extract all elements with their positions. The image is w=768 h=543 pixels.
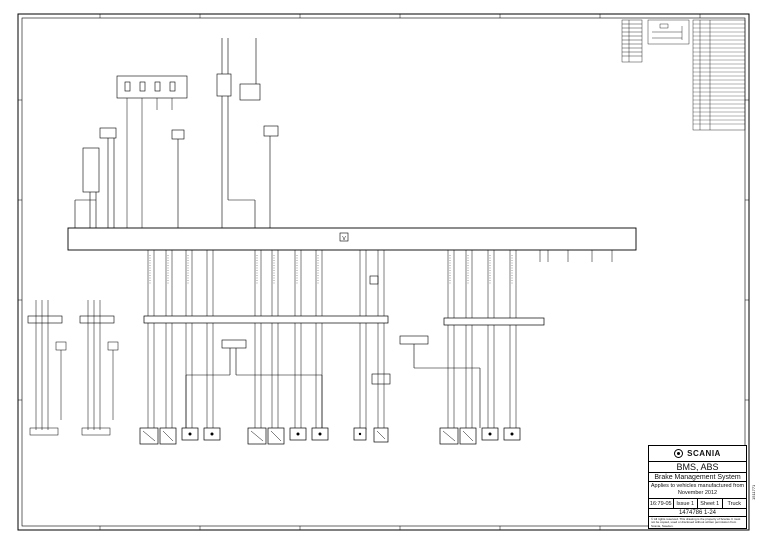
brand-logo: SCANIA xyxy=(649,446,746,462)
inner-frame xyxy=(21,17,746,527)
outer-frame xyxy=(17,13,750,531)
legend-table-main xyxy=(692,19,746,131)
left-connector-b xyxy=(79,315,115,324)
sheet-number: Sheet 1 xyxy=(698,499,723,508)
issue-number: Issue 1 xyxy=(674,499,698,508)
main-harness-wires xyxy=(147,250,517,430)
drawing-date: 16:79-05 xyxy=(649,499,674,508)
sensor-icon xyxy=(188,432,514,436)
revision-row: 16:79-05 Issue 1 Sheet 1 Truck xyxy=(649,499,746,509)
frame-ticks xyxy=(18,14,749,530)
drawing-number: 1474786 1-24 xyxy=(649,509,746,517)
scania-griffin-icon xyxy=(674,449,684,458)
control-unit-bar xyxy=(67,227,637,251)
relay-top xyxy=(216,38,261,228)
mid-connector-right xyxy=(443,317,545,326)
control-unit-marker xyxy=(339,232,349,242)
valve-group-right xyxy=(439,427,521,445)
legend-table-rows xyxy=(693,23,745,125)
mid-connector-left xyxy=(143,315,389,324)
legend-inset-diagram xyxy=(647,19,690,45)
wire-dashes xyxy=(149,255,513,285)
brand-name: SCANIA xyxy=(687,449,721,458)
fuse-box-wires xyxy=(126,98,173,228)
right-fuse-cluster xyxy=(539,250,613,262)
drawing-subtitle: Brake Management System xyxy=(649,473,746,482)
left-connector-a xyxy=(27,315,63,324)
fuse-box-top xyxy=(116,75,188,99)
sub-connectors xyxy=(185,275,481,428)
applicability-note: Applies to vehicles manufactured from No… xyxy=(649,482,746,499)
control-unit-label: V xyxy=(342,236,346,242)
left-aux-circuits xyxy=(29,300,119,436)
copyright-note: © All rights reserved. This drawing is t… xyxy=(651,517,741,528)
title-block: SCANIA BMS, ABS Brake Management System … xyxy=(648,445,747,529)
side-code: 1511771 xyxy=(751,484,756,500)
valve-group-mid xyxy=(247,427,389,445)
drawing-title: BMS, ABS xyxy=(649,462,746,473)
legend-table-small xyxy=(621,19,643,63)
vehicle-type: Truck xyxy=(727,501,742,507)
valve-group-left xyxy=(139,427,221,445)
connector-c1 xyxy=(74,125,279,228)
valve-icon xyxy=(142,430,474,442)
